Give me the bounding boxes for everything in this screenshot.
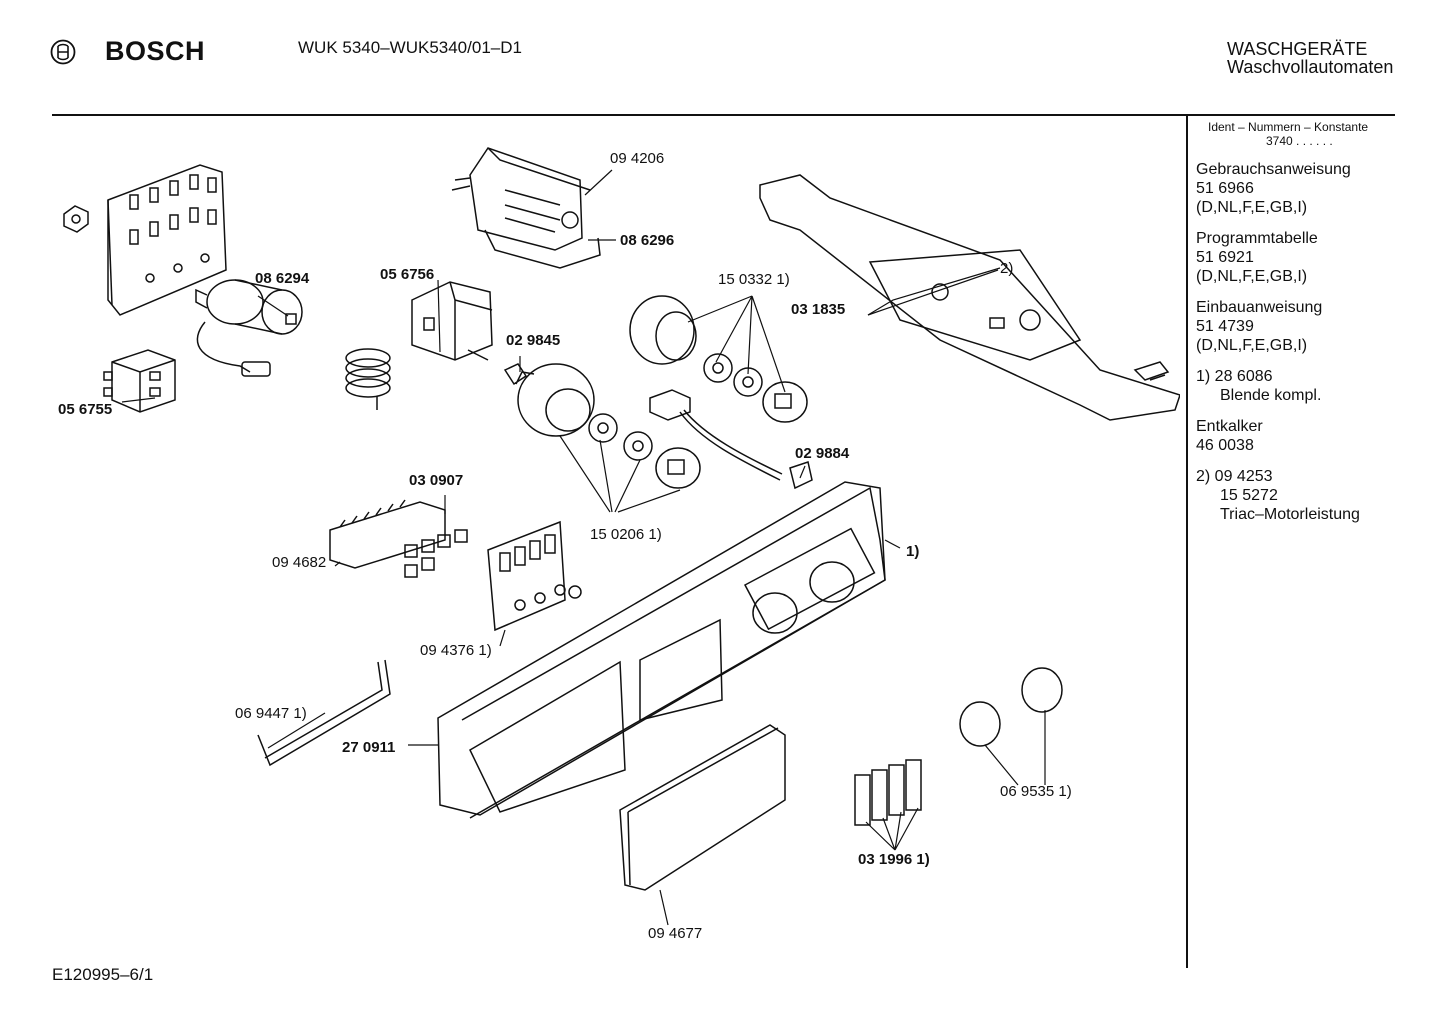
part-label: 08 6296 [620, 232, 675, 249]
doc-block: Gebrauchsanweisung 51 6966 (D,NL,F,E,GB,… [1196, 160, 1436, 217]
note-1: 1) 28 6086 Blende kompl. [1196, 367, 1436, 405]
doc-number: 51 6966 [1196, 180, 1254, 197]
doc-block: Einbauanweisung 51 4739 (D,NL,F,E,GB,I) [1196, 298, 1436, 355]
relay-module [329, 499, 468, 578]
part-label: 02 9884 [795, 445, 850, 462]
part-label: 06 9447 1) [235, 705, 307, 722]
ident-value: 3740 . . . . . . [1266, 134, 1333, 148]
selector-knob-large [503, 363, 595, 437]
note-1-desc: Blende kompl. [1220, 387, 1322, 404]
doc-title: Gebrauchsanweisung [1196, 161, 1351, 178]
spring-coil [345, 348, 391, 410]
interference-filter [103, 349, 176, 413]
entkalker-number: 46 0038 [1196, 437, 1254, 454]
brand-name: BOSCH [105, 36, 206, 66]
model-title: WUK 5340–WUK5340/01–D1 [298, 38, 522, 57]
part-label: 2) [1000, 260, 1014, 277]
part-label: 03 0907 [409, 472, 464, 489]
part-label: 06 9535 1) [1000, 783, 1072, 800]
doc-number: 51 6921 [1196, 249, 1254, 266]
part-label: 09 4682 [272, 554, 327, 571]
part-label: 02 9845 [506, 332, 561, 349]
part-label: 09 4206 [610, 150, 665, 167]
doc-title: Programmtabelle [1196, 230, 1318, 247]
doc-langs: (D,NL,F,E,GB,I) [1196, 268, 1308, 285]
note-2-desc: Triac–Motorleistung [1220, 506, 1360, 523]
program-selector-unit [451, 147, 601, 269]
entkalker-block: Entkalker 46 0038 [1196, 417, 1436, 455]
part-label: 27 0911 [342, 739, 396, 756]
note-1-line: 1) 28 6086 [1196, 368, 1273, 385]
cable-connector [649, 389, 813, 490]
doc-langs: (D,NL,F,E,GB,I) [1196, 199, 1308, 216]
doc-title: Einbauanweisung [1196, 299, 1323, 316]
part-label: 1) [906, 543, 920, 560]
part-label: 05 6755 [58, 401, 113, 418]
doc-block: Programmtabelle 51 6921 (D,NL,F,E,GB,I) [1196, 229, 1436, 286]
push-button-switch-block [487, 520, 582, 632]
part-label: 15 0332 1) [718, 271, 790, 288]
rod [257, 659, 391, 767]
ident-title: Ident – Nummern – Konstante [1208, 120, 1369, 134]
note-2-line: 2) 09 4253 [1196, 468, 1273, 485]
note-2: 2) 09 4253 15 5272 Triac–Motorleistung [1196, 467, 1436, 524]
bosch-logo-icon [50, 39, 76, 65]
exploded-parts-drawing [63, 147, 1180, 926]
pressure-switch [411, 281, 493, 361]
part-label: 15 0206 1) [590, 526, 662, 543]
part-label: 03 1996 1) [858, 851, 930, 868]
parts-sidebar: Ident – Nummern – Konstante 3740 . . . .… [1196, 120, 1436, 524]
part-label: 05 6756 [380, 266, 435, 283]
doc-number: 51 4739 [1196, 318, 1254, 335]
part-label: 09 4677 [648, 925, 703, 942]
category-subtitle: Waschvollautomaten [1227, 57, 1394, 77]
detergent-drawer [619, 724, 786, 891]
sidebar-divider [1186, 116, 1188, 968]
leader-lines [121, 169, 1046, 926]
part-label: 03 1835 [791, 301, 846, 318]
doc-langs: (D,NL,F,E,GB,I) [1196, 337, 1308, 354]
motor-control-board [759, 174, 1180, 421]
header-divider [52, 114, 1395, 116]
mounting-plate [107, 164, 227, 316]
small-knobs [959, 667, 1063, 747]
front-panel-fascia [437, 481, 886, 819]
category-title: WASCHGERÄTE [1227, 39, 1368, 59]
note-2-number: 15 5272 [1220, 487, 1278, 504]
push-buttons [854, 759, 922, 826]
hex-nut [63, 205, 89, 233]
entkalker-title: Entkalker [1196, 418, 1263, 435]
knob-hub [655, 381, 808, 489]
selector-knob-cap [629, 295, 697, 365]
drawing-code: E120995–6/1 [52, 965, 154, 984]
part-label: 09 4376 1) [420, 642, 492, 659]
part-label: 08 6294 [255, 270, 310, 287]
washer-rings [588, 353, 763, 461]
door-lock-solenoid [195, 279, 303, 377]
